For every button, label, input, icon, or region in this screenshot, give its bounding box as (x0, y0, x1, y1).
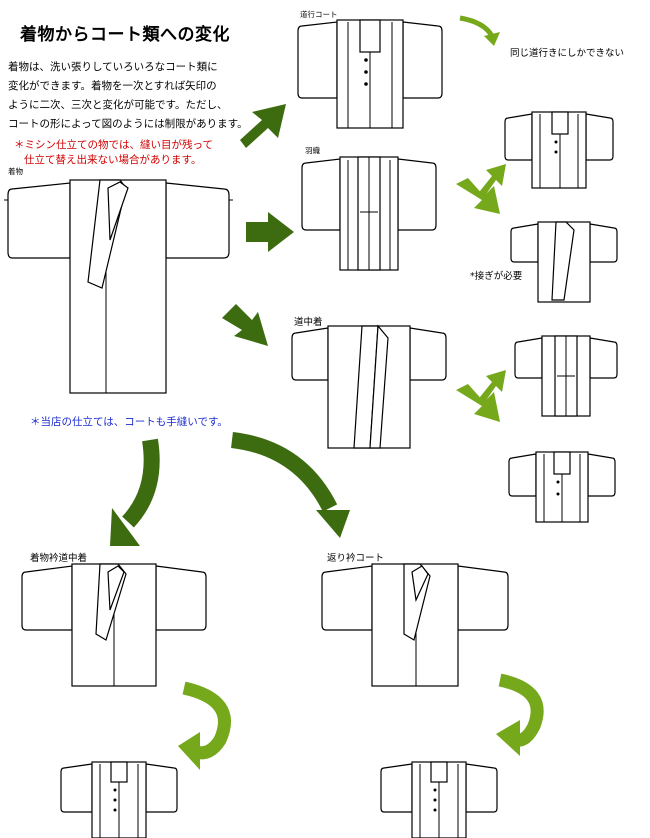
michiyuki-small-2 (508, 451, 616, 523)
intro-text: 着物は、洗い張りしていろいろなコート類に 変化ができます。着物を一次とすれば矢印… (8, 58, 258, 134)
arrow-michiyuki-same (459, 15, 500, 46)
kimono-illustration (4, 179, 233, 394)
arrow-curve-kaeri-eri-to-michiyuki (496, 673, 544, 756)
label-kimono-eri-dochugi: 着物衿道中着 (30, 553, 88, 564)
hand-sewn-note: ＊当店の仕立ては、コートも手縫いです。 (30, 416, 228, 428)
arrow-curve-to-kaeri-eri-coat (230, 432, 350, 538)
michiyuki-bottom-right (380, 761, 498, 838)
intro-line: ように二次、三次と変化が可能です。ただし、 (8, 99, 228, 111)
arrow-kimono-to-haori (246, 212, 294, 252)
note-line: 仕立て替え出来ない場合があります。 (24, 154, 202, 166)
dochugi-illustration (291, 324, 447, 449)
arrow-kimono-to-dochugi (222, 304, 268, 346)
label-michiyuki-coat: 道行コート (300, 10, 338, 19)
intro-line: 変化ができます。着物を一次とすれば矢印の (8, 80, 217, 92)
arrow-kimono-to-michiyuki (240, 104, 286, 148)
label-tsugi-needed: *接ぎが必要 (470, 271, 523, 282)
label-same-michiyuki: 同じ道行きにしかできない (510, 48, 625, 59)
arrow-dochugi-double (456, 370, 506, 422)
kaeri-eri-coat-illustration (321, 563, 509, 687)
michiyuki-bottom-left (60, 761, 178, 838)
label-kimono: 着物 (8, 167, 23, 176)
kaeri-eri-small (510, 221, 618, 303)
note-line: ＊ミシン仕立ての物では、縫い目が残って (14, 139, 213, 151)
arrow-curve-to-kimono-eri-dochugi (110, 438, 160, 546)
michiyuki-small-1 (504, 111, 614, 189)
michiyuki-coat-illustration (297, 19, 443, 129)
label-dochugi: 道中着 (294, 317, 323, 328)
kimono-eri-dochugi-illustration (21, 563, 207, 687)
machine-sewing-note: ＊ミシン仕立ての物では、縫い目が残って 仕立て替え出来ない場合があります。 (14, 138, 213, 168)
label-haori: 羽織 (305, 146, 320, 155)
label-kaeri-eri-coat: 返り衿コート (327, 553, 385, 564)
haori-illustration (301, 156, 437, 271)
intro-line: コートの形によって図のようには制限があります。 (8, 118, 248, 130)
intro-line: 着物は、洗い張りしていろいろなコート類に (8, 61, 218, 73)
arrow-curve-kimono-eri-to-michiyuki (178, 681, 231, 770)
arrow-haori-double (456, 164, 506, 214)
page-title: 着物からコート類への変化 (20, 25, 230, 45)
haori-small (514, 335, 618, 417)
